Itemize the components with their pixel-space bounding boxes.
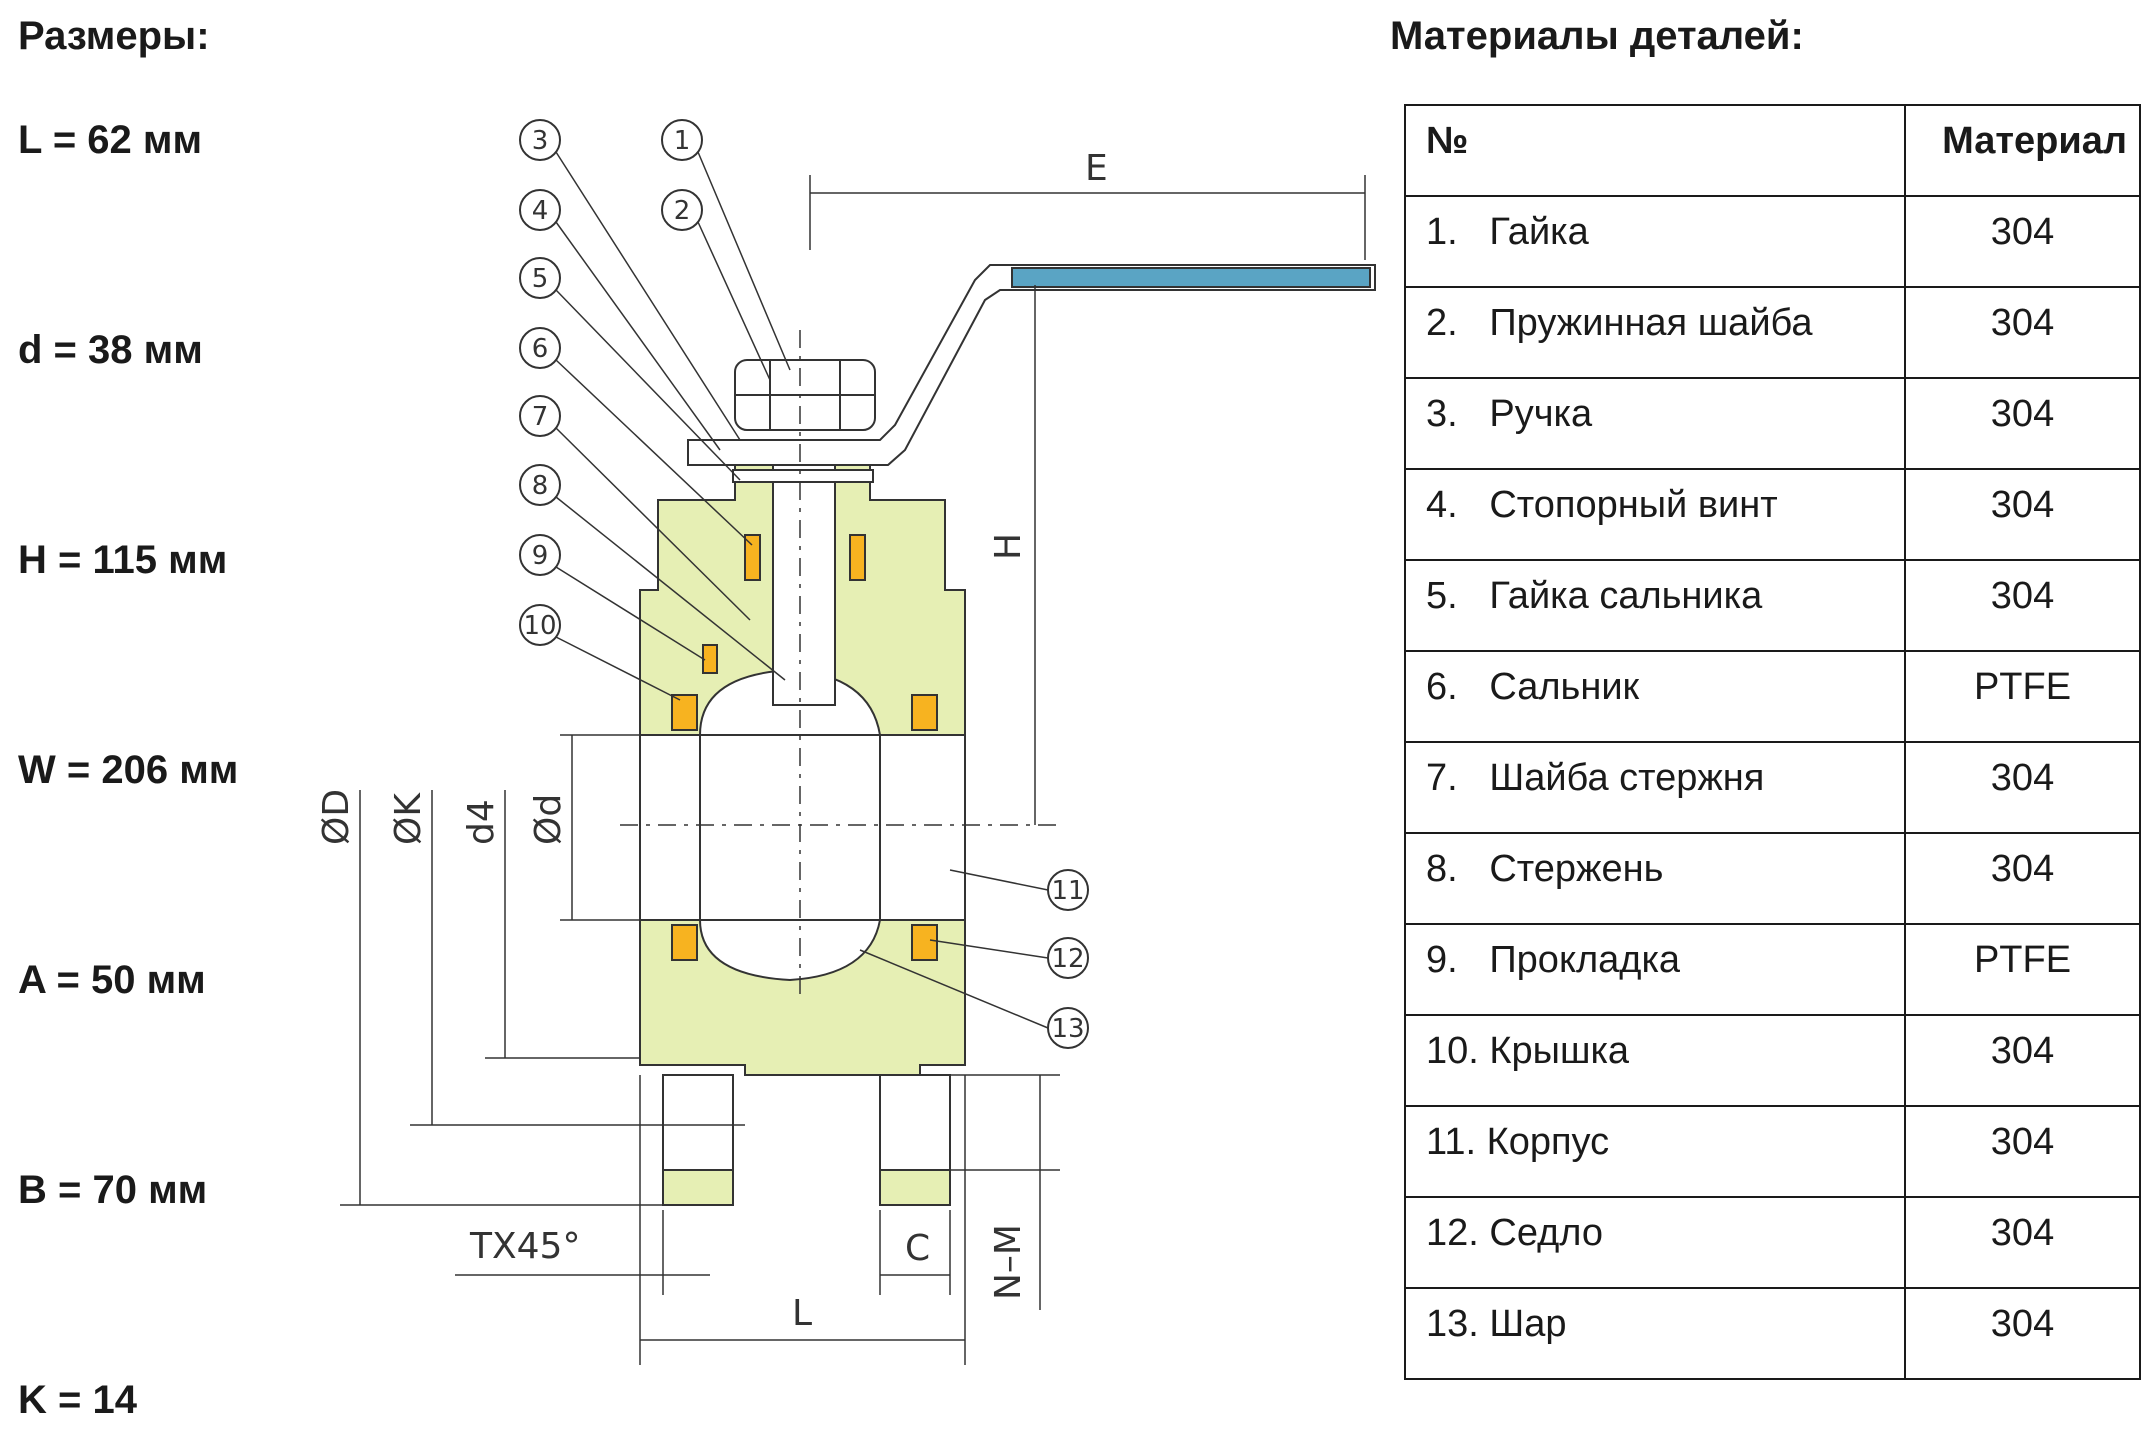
part-material: 304 [1904,741,2141,834]
foot-left-tip [662,1169,734,1206]
part-material: 304 [1904,559,2141,652]
dimensions-heading: Размеры: [18,14,210,58]
callout-2: 2 [674,196,691,226]
foot-right-tip [879,1169,951,1206]
dimension-b: B = 70 мм [18,1168,208,1212]
part-name: 5. Гайка сальника [1404,559,1906,652]
callout-3: 3 [532,126,549,156]
part-name: 3. Ручка [1404,377,1906,470]
handle-grip [1011,267,1371,288]
dimension-k: K = 14 [18,1378,137,1422]
part-material: 304 [1904,286,2141,379]
part-name: 12. Седло [1404,1196,1906,1289]
callouts [519,119,1089,1049]
part-material: PTFE [1904,650,2141,743]
dim-label-c: C [905,1228,930,1269]
column-header-material: Материал [1904,104,2141,197]
dimension-w: W = 206 мм [18,748,239,792]
part-material: 304 [1904,1287,2141,1380]
part-name: 2. Пружинная шайба [1404,286,1906,379]
dimension-d: d = 38 мм [18,328,203,372]
callout-12: 12 [1051,944,1084,974]
seat-top-left [671,694,698,731]
seat-bottom-right [911,924,938,961]
dim-label-d4: d4 [461,799,502,845]
part-name: 11. Корпус [1404,1105,1906,1198]
part-material: PTFE [1904,923,2141,1016]
gland-seal-left [744,534,761,581]
dim-label-e: E [1085,148,1108,189]
gland-seal-right [849,534,866,581]
dim-label-t: TX45° [469,1226,580,1267]
part-material: 304 [1904,832,2141,925]
callout-1: 1 [674,126,691,156]
callout-5: 5 [532,264,549,294]
part-material: 304 [1904,195,2141,288]
part-name: 8. Стержень [1404,832,1906,925]
part-material: 304 [1904,1105,2141,1198]
part-material: 304 [1904,1014,2141,1107]
dim-label-nm: N–M [988,1224,1029,1300]
seat-top-right [911,694,938,731]
cap-seal [702,644,718,674]
dimension-l: L = 62 мм [18,118,203,162]
part-material: 304 [1904,377,2141,470]
ball-valve-drawing: 1 2 3 4 5 6 7 8 9 10 11 12 13 E H L C N–… [316,119,1376,1365]
stem [772,464,836,706]
table-header-row: № Материал [1404,104,2141,197]
part-name: 4. Стопорный винт [1404,468,1906,561]
part-name: 10. Крышка [1404,1014,1906,1107]
dimension-a: A = 50 мм [18,958,206,1002]
part-material: 304 [1904,1196,2141,1289]
stem-washer [732,469,874,483]
seat-bottom-left [671,924,698,961]
dim-label-l: L [792,1293,812,1334]
callout-7: 7 [532,402,549,432]
callout-6: 6 [532,334,549,364]
materials-heading: Материалы деталей: [1390,14,1804,58]
part-name: 9. Прокладка [1404,923,1906,1016]
callout-10: 10 [523,611,556,641]
dim-label-k: ØK [388,792,429,845]
callout-9: 9 [532,541,549,571]
part-name: 1. Гайка [1404,195,1906,288]
part-material: 304 [1904,468,2141,561]
callout-8: 8 [532,471,549,501]
callout-11: 11 [1051,876,1084,906]
callout-13: 13 [1051,1014,1084,1044]
callout-4: 4 [532,196,549,226]
part-name: 6. Сальник [1404,650,1906,743]
dimension-h: H = 115 мм [18,538,228,582]
dim-label-d-bore: Ød [528,794,569,845]
part-name: 7. Шайба стержня [1404,741,1906,834]
column-header-number: № [1404,104,1906,197]
part-name: 13. Шар [1404,1287,1906,1380]
dim-label-d-outer: ØD [316,789,357,845]
dim-label-h: H [988,533,1029,560]
